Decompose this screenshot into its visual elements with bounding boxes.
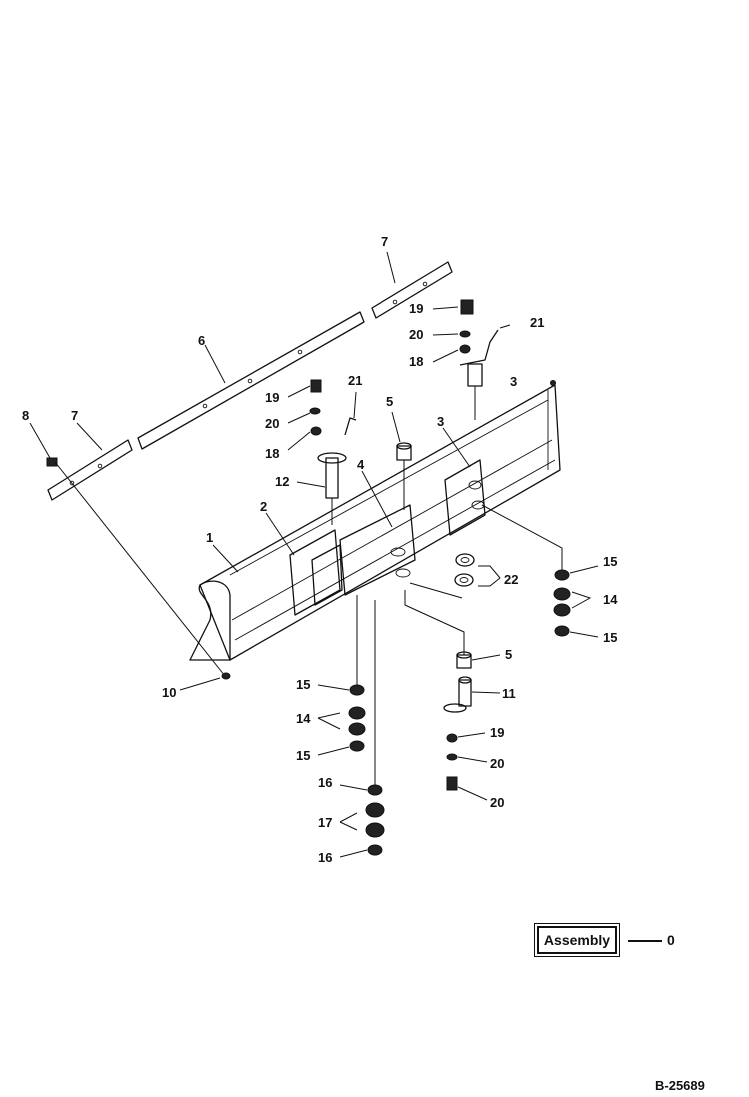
- callout-14-right: 14: [603, 592, 618, 607]
- callout-2: 2: [260, 499, 267, 514]
- callout-20-right: 20: [409, 327, 423, 342]
- callout-7-right: 7: [381, 234, 388, 249]
- callout-11: 11: [502, 686, 516, 701]
- callout-5-upper: 5: [386, 394, 393, 409]
- callout-6: 6: [198, 333, 205, 348]
- callout-15-left-bottom: 15: [296, 748, 310, 763]
- callout-18-lower: 19: [490, 725, 504, 740]
- end-bit-left-part-7: [47, 439, 133, 501]
- callout-20-lower: 20: [490, 756, 504, 771]
- callout-15-right-bottom: 15: [603, 630, 617, 645]
- callout-16-bottom: 16: [318, 850, 332, 865]
- pin-part-11: [443, 676, 472, 791]
- end-bit-right-part-7: [371, 261, 453, 319]
- bracket-part-3: [444, 459, 486, 536]
- right-bearing-stack: [481, 504, 571, 637]
- callout-22: 22: [504, 572, 518, 587]
- callout-20-left: 20: [265, 416, 279, 431]
- callout-17: 17: [318, 815, 332, 830]
- callout-12: 12: [275, 474, 289, 489]
- callout-15-left-top: 15: [296, 677, 310, 692]
- callout-19-left: 19: [265, 390, 279, 405]
- callout-21-left: 21: [348, 373, 362, 388]
- drawing-code: B-25689: [655, 1078, 705, 1093]
- callout-14-left: 14: [296, 711, 311, 726]
- callout-21-right: 21: [530, 315, 544, 330]
- assembly-leader-line: [628, 940, 662, 942]
- callout-4: 4: [357, 457, 365, 472]
- nut-part-10: [221, 672, 231, 680]
- callout-15-right-top: 15: [603, 554, 617, 569]
- bracket-part-4: [339, 504, 416, 596]
- left-hardware-stack: [309, 379, 357, 436]
- callout-3: 3: [437, 414, 444, 429]
- bolt-part-8: [46, 457, 226, 677]
- callout-19-right: 19: [409, 301, 423, 316]
- pin-part-12: [317, 452, 347, 525]
- bushing-part-5-upper: [396, 442, 412, 510]
- callout-19-lower: 20: [490, 795, 504, 810]
- right-hardware-stack: [459, 299, 499, 420]
- callout-3-upper: 3: [510, 374, 517, 389]
- bushing-part-5-lower: [404, 590, 472, 669]
- callout-18-left: 18: [265, 446, 279, 461]
- callout-7-left: 7: [71, 408, 78, 423]
- callout-labels: 7 6 7 8 19 20 18 21 3 19 20 18 21 12 5 3…: [22, 234, 618, 865]
- blade-part-1: [189, 380, 561, 661]
- callout-18-right: 18: [409, 354, 423, 369]
- callout-1: 1: [206, 530, 213, 545]
- callout-8: 8: [22, 408, 29, 423]
- bracket-part-2: [289, 529, 343, 616]
- assembly-label: Assembly: [543, 932, 611, 948]
- left-bearing-stack: [348, 595, 385, 856]
- assembly-label-box: Assembly: [534, 923, 620, 957]
- cutting-edge-part-6: [137, 311, 365, 450]
- assembly-number: 0: [667, 932, 675, 948]
- callout-leaders: [29, 251, 599, 858]
- callout-16-top: 16: [318, 775, 332, 790]
- washers-part-22: [409, 553, 501, 599]
- callout-10: 10: [162, 685, 176, 700]
- callout-5-lower: 5: [505, 647, 512, 662]
